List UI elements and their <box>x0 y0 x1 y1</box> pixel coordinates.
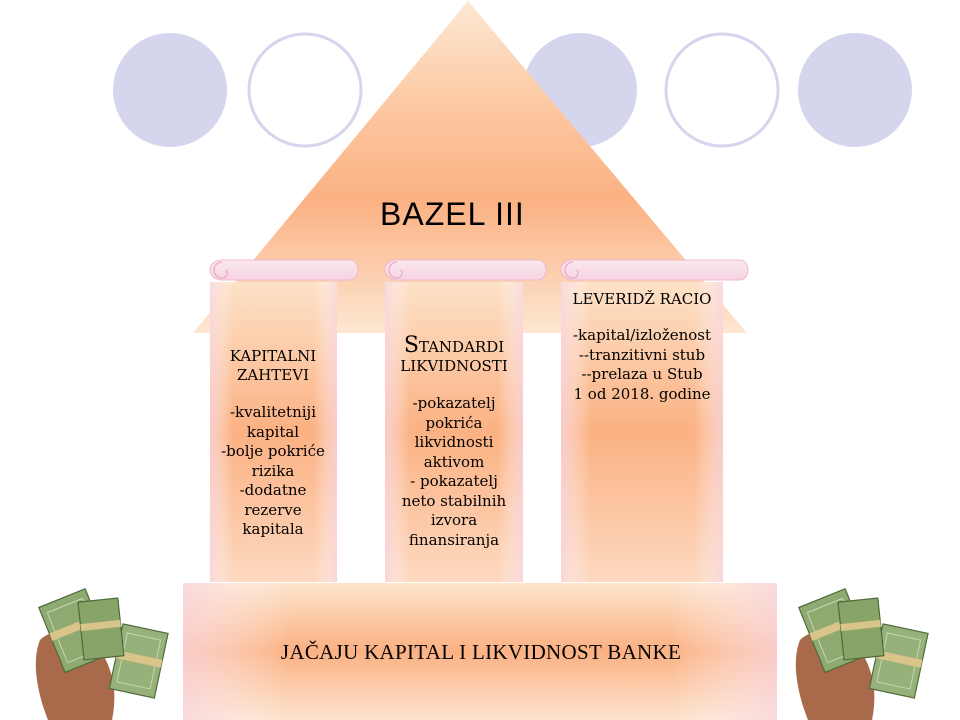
pillar-2-body: -pokazatelj pokrića likvidnosti aktivom … <box>388 394 520 550</box>
pillar-3-title-line: LEVERIDŽ RACIO <box>572 290 712 308</box>
circle-filled <box>113 33 227 147</box>
scroll-curl <box>213 261 228 279</box>
pillar-2-title-line: STANDARDI <box>388 333 520 358</box>
pillar-1-body-line: rezerve <box>244 500 302 519</box>
pillar-2-body-line: likvidnosti <box>414 433 494 451</box>
roof-label: BAZEL III <box>380 196 525 232</box>
pillar-1-text: KAPITALNI ZAHTEVI -kvalitetniji kapital … <box>213 347 333 540</box>
pillar-1-body-line: -kvalitetniji <box>229 403 316 421</box>
pillar-3-body-line: 1 od 2018. godine <box>573 384 711 403</box>
pillar-2-text: STANDARDI LIKVIDNOSTI -pokazatelj pokrić… <box>388 333 520 550</box>
circle-outline <box>247 32 363 148</box>
pillar-2 <box>384 259 547 582</box>
pillar-1-title-line: ZAHTEVI <box>236 366 310 384</box>
pillar-column-shade <box>210 282 337 582</box>
roof-triangle <box>193 1 747 333</box>
pillar-2-title-rest: TANDARDI <box>418 338 505 356</box>
pillar-3-title: LEVERIDŽ RACIO <box>564 290 720 309</box>
pillar-3-body-line: --tranzitivni stub <box>578 345 706 364</box>
pillar-3-body-line: -kapital/izloženost <box>572 326 712 344</box>
pillar-1-title-line: KAPITALNI <box>229 347 317 365</box>
base-label: JAČAJU KAPITAL I LIKVIDNOST BANKE <box>280 640 682 664</box>
pillar-3-text: LEVERIDŽ RACIO -kapital/izloženost --tra… <box>564 290 720 404</box>
pillar-2-body-line: - pokazatelj <box>410 472 498 490</box>
scroll-top <box>209 259 359 281</box>
pillar-3 <box>560 259 749 582</box>
pillar-1 <box>209 259 359 582</box>
pillar-1-body-line: -bolje pokriće <box>221 442 325 460</box>
pillar-1-body-line: rizika <box>251 461 295 480</box>
pillar-2-body-line: izvora <box>430 511 478 529</box>
pillar-2-body-line: pokrića <box>425 413 483 432</box>
pillar-1-body-line: -dodatne <box>239 481 307 499</box>
background-circles <box>113 32 912 148</box>
pillar-column-shade <box>561 282 723 582</box>
scroll-top <box>384 259 547 281</box>
pillar-2-title-initial: S <box>403 333 419 358</box>
pillar-2-title: STANDARDI LIKVIDNOSTI <box>388 333 520 376</box>
money-hands-left-icon <box>35 587 169 720</box>
scroll-top <box>560 259 749 281</box>
base-block-shade <box>183 583 777 720</box>
circle-outline <box>664 32 780 148</box>
money-hands-right-icon <box>795 587 929 720</box>
pillar-1-body-line: kapital <box>246 422 300 441</box>
pillar-2-body-line: neto stabilnih <box>401 491 507 510</box>
pillar-2-body-line: aktivom <box>423 452 485 471</box>
scroll-curl <box>388 261 403 279</box>
pillar-1-body: -kvalitetniji kapital -bolje pokriće riz… <box>213 403 333 540</box>
pillar-3-body-line: --prelaza u Stub <box>581 365 703 383</box>
circle-filled <box>798 33 912 147</box>
pillar-3-body: -kapital/izloženost --tranzitivni stub -… <box>564 326 720 404</box>
pillar-2-body-line: -pokazatelj <box>412 394 496 412</box>
pillar-1-title: KAPITALNI ZAHTEVI <box>213 347 333 385</box>
pillar-2-title-line: LIKVIDNOSTI <box>400 357 508 375</box>
scroll-curl <box>564 261 579 279</box>
pillar-1-body-line: kapitala <box>242 520 304 538</box>
pillar-2-body-line: finansiranja <box>408 530 500 549</box>
pillar-column-shade <box>385 282 523 582</box>
